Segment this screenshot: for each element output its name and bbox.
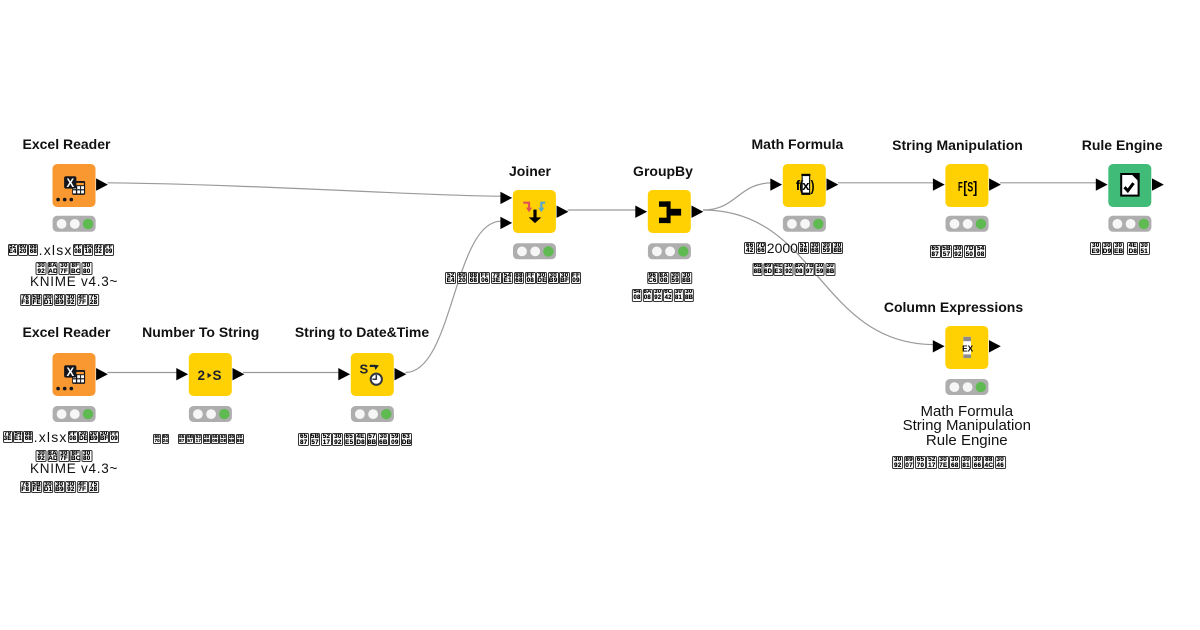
svg-text:x: x: [802, 178, 810, 193]
svg-text:S: S: [967, 181, 973, 195]
svg-text:X: X: [66, 178, 74, 190]
svg-text:): ): [811, 178, 815, 195]
svg-text:F: F: [958, 181, 963, 194]
svg-text:EX: EX: [962, 344, 973, 353]
svg-text:X: X: [66, 367, 74, 379]
svg-text:]: ]: [973, 178, 977, 196]
svg-text:[: [: [963, 178, 967, 196]
svg-text:S: S: [360, 362, 369, 377]
svg-text:f: f: [796, 178, 801, 193]
svg-text:2: 2: [198, 368, 206, 383]
svg-text:S: S: [213, 368, 222, 383]
svg-text:(: (: [799, 178, 803, 195]
